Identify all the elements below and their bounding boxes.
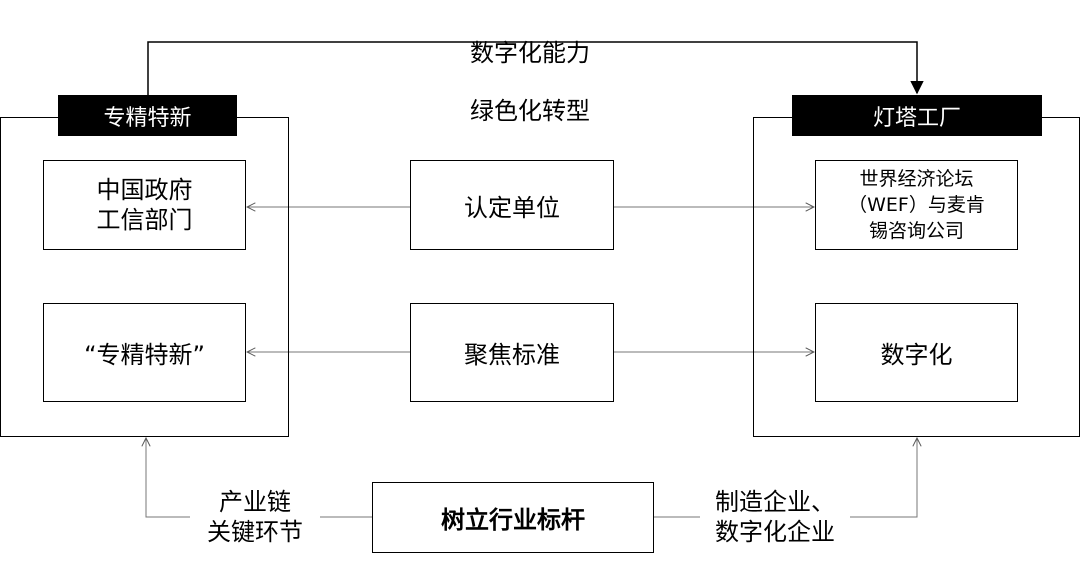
focus-standard-text: 聚焦标准: [464, 341, 560, 369]
left-bottom-box: “专精特新”: [43, 303, 246, 402]
right-bottom-box: 数字化: [815, 303, 1018, 402]
left-bottom-box-text: “专精特新”: [84, 341, 205, 369]
benchmark-text: 树立行业标杆: [441, 506, 585, 534]
bottom-left-label: 产业链 关键环节: [190, 487, 320, 547]
focus-standard-box: 聚焦标准: [410, 303, 614, 402]
top-link-line1: 数字化能力: [470, 39, 590, 67]
right-group-title: 灯塔工厂: [792, 95, 1042, 136]
benchmark-box: 树立行业标杆: [372, 482, 654, 553]
bottom-right-label: 制造企业、 数字化企业: [700, 487, 850, 547]
top-link-line2: 绿色化转型: [470, 97, 590, 125]
right-bottom-box-text: 数字化: [880, 341, 953, 369]
left-top-box-text: 中国政府 工信部门: [96, 176, 193, 234]
top-link-line: [147, 41, 924, 95]
right-top-box-text: 世界经济论坛 （WEF）与麦肯 锡咨询公司: [848, 168, 985, 242]
left-top-box: 中国政府 工信部门: [43, 160, 246, 250]
certifier-text: 认定单位: [464, 193, 560, 222]
right-top-box: 世界经济论坛 （WEF）与麦肯 锡咨询公司: [815, 160, 1018, 250]
left-group-title: 专精特新: [58, 95, 237, 136]
certifier-box: 认定单位: [410, 160, 614, 250]
top-link-label: 数字化能力 绿色化转型: [430, 10, 630, 155]
